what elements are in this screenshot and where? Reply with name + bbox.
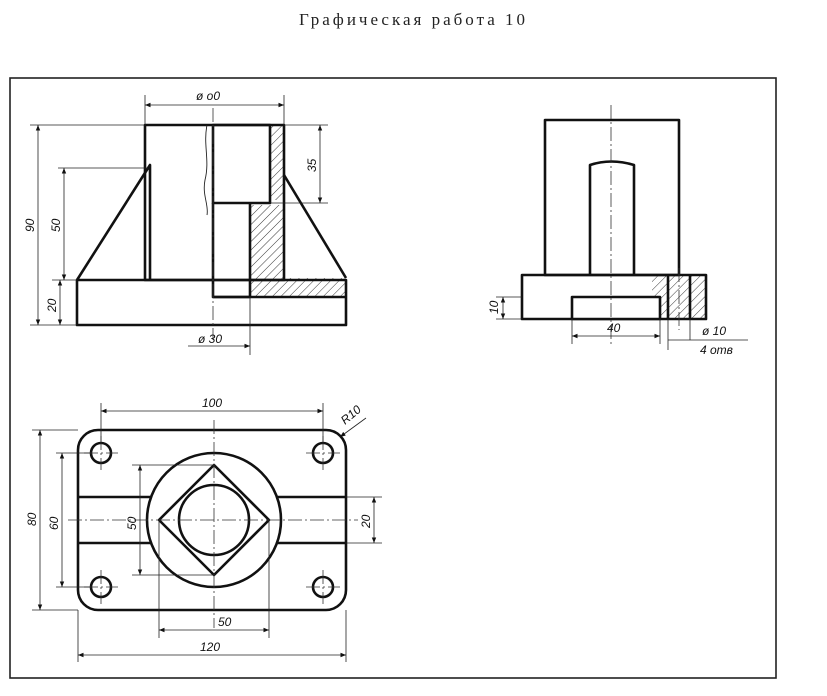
front-round-hole bbox=[211, 203, 252, 299]
drawing-frame bbox=[9, 77, 777, 679]
front-section-hatch-upper bbox=[270, 125, 284, 200]
dim-text-50: 50 bbox=[49, 218, 63, 232]
dim-text-40: 40 bbox=[607, 321, 621, 335]
side-cylinder bbox=[543, 118, 681, 277]
dim-text-50-vert: 50 bbox=[125, 516, 139, 530]
dim-text-r10: R10 bbox=[338, 402, 364, 427]
dim-text-10-side: 10 bbox=[487, 300, 501, 314]
dim-text-100: 100 bbox=[202, 396, 222, 410]
top-view: 100 R10 80 60 50 20 50 120 bbox=[25, 396, 382, 662]
dim-text-90: 90 bbox=[23, 218, 37, 232]
dim-text-20-front: 20 bbox=[45, 298, 59, 313]
dim-text-50-horiz: 50 bbox=[218, 615, 232, 629]
front-left-rib bbox=[75, 163, 152, 281]
page-title: Графическая работа 10 bbox=[299, 10, 528, 29]
front-break-line bbox=[203, 124, 208, 216]
side-inner-slot bbox=[588, 160, 636, 275]
front-square-cavity bbox=[211, 123, 272, 205]
dim-text-20-top: 20 bbox=[359, 514, 373, 529]
dim-text-dia-30: ø 30 bbox=[198, 332, 222, 346]
front-right-rib bbox=[282, 174, 348, 279]
dim-leader-r10 bbox=[339, 417, 367, 438]
dim-text-60: 60 bbox=[47, 516, 61, 530]
dim-text-80: 80 bbox=[25, 512, 39, 526]
dim-text-holes: 4 отв bbox=[700, 343, 733, 357]
front-view: ø o0 35 90 50 20 ø 30 bbox=[23, 89, 348, 355]
side-view: 10 40 ø 10 4 отв bbox=[487, 105, 748, 357]
dim-text-35: 35 bbox=[305, 158, 319, 172]
dim-text-dia-10: ø 10 bbox=[702, 324, 726, 338]
dim-text-120: 120 bbox=[200, 640, 220, 654]
dim-text-dia-top: ø o0 bbox=[196, 89, 220, 103]
side-base-recess bbox=[570, 295, 662, 321]
front-section-hatch-lower bbox=[250, 205, 346, 297]
